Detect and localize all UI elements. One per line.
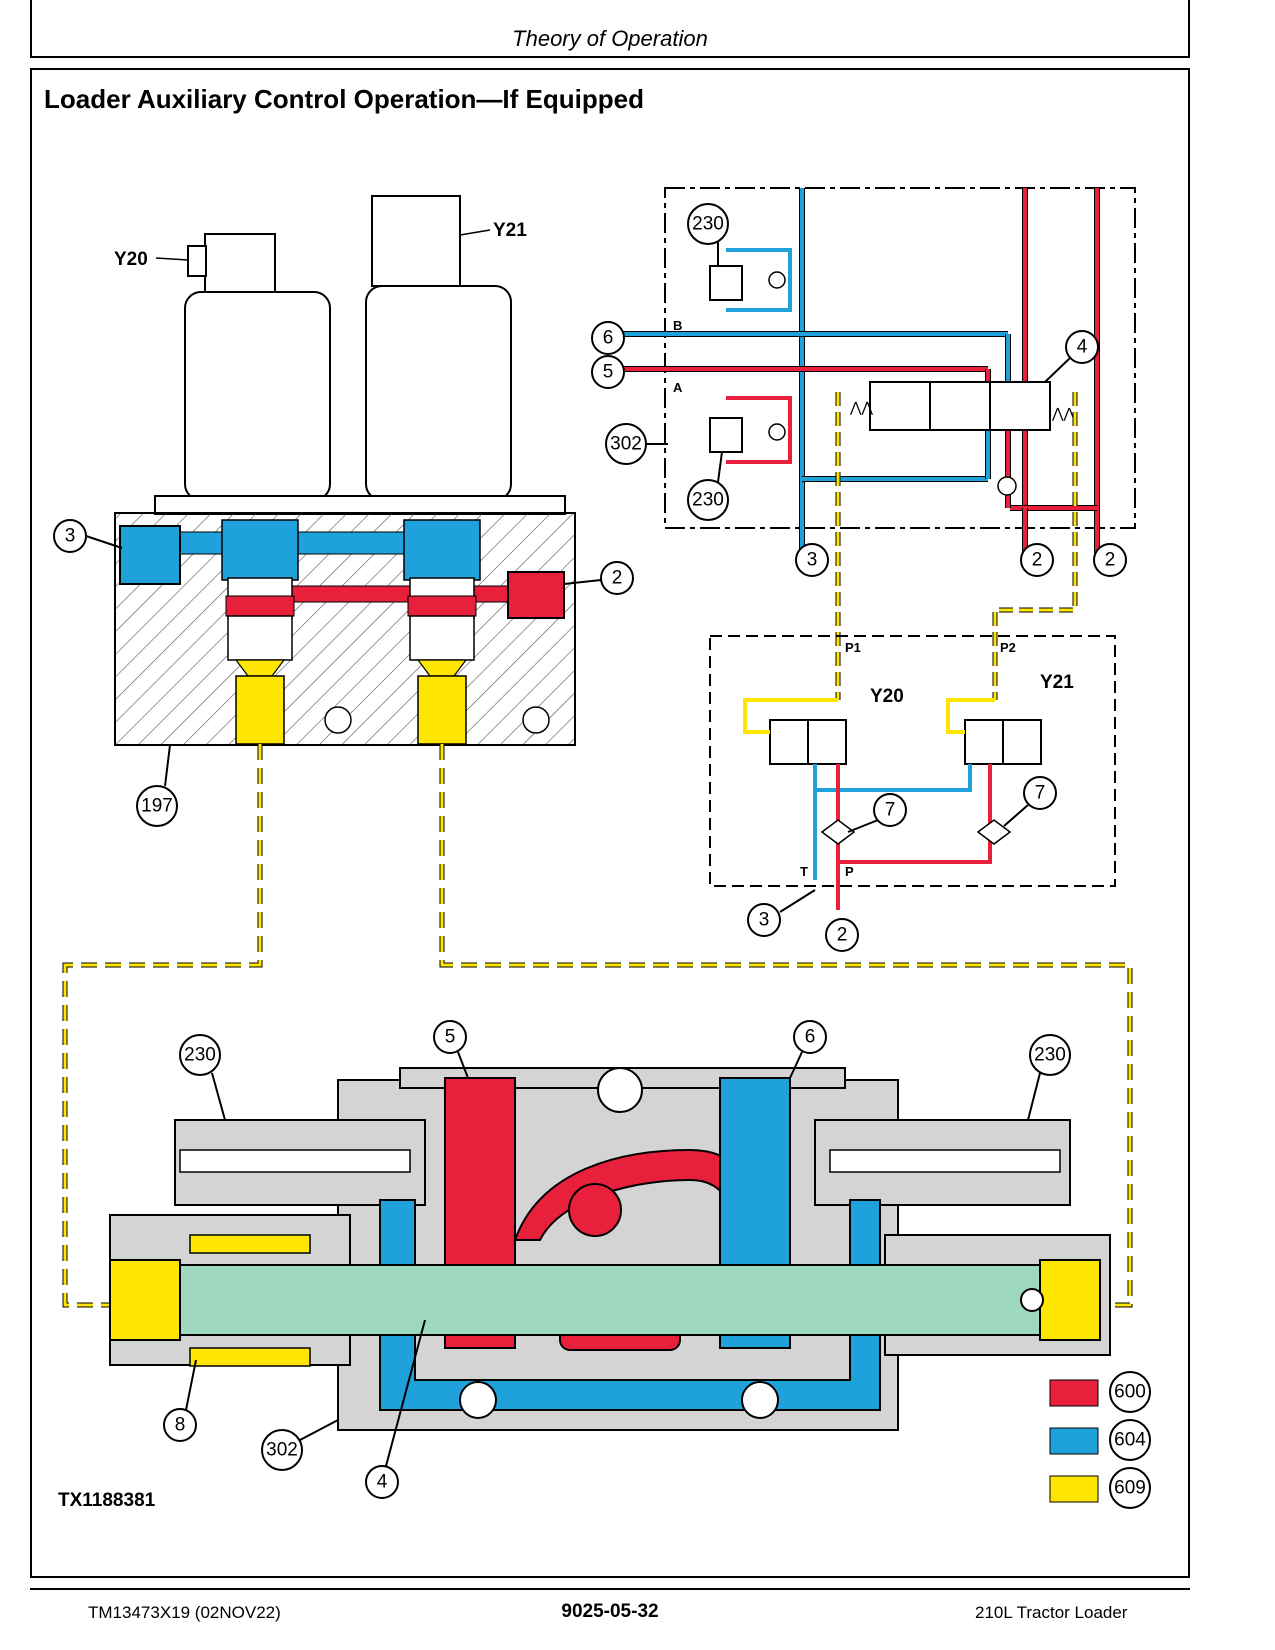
label-t: T — [800, 864, 808, 879]
svg-text:3: 3 — [65, 526, 76, 547]
page-title: Loader Auxiliary Control Operation—If Eq… — [44, 84, 644, 114]
svg-text:⋀⋀: ⋀⋀ — [1051, 405, 1075, 421]
svg-text:230: 230 — [1034, 1045, 1066, 1066]
y21-pilot-port — [417, 675, 467, 745]
coil-base — [154, 495, 566, 515]
pressure-port-plug — [507, 571, 565, 619]
svg-text:4: 4 — [1077, 337, 1088, 358]
svg-text:609: 609 — [1114, 1478, 1146, 1499]
main-spool-symbol — [869, 381, 1051, 431]
svg-text:302: 302 — [610, 434, 642, 455]
return-port-plug — [119, 525, 181, 585]
svg-text:2: 2 — [1032, 550, 1043, 571]
svg-text:6: 6 — [805, 1027, 816, 1048]
legend-swatch-609 — [1049, 1475, 1099, 1503]
legend-swatch-600 — [1049, 1379, 1099, 1407]
label-y20-schematic: Y20 — [870, 686, 904, 707]
svg-text:302: 302 — [266, 1440, 298, 1461]
svg-text:604: 604 — [1114, 1430, 1146, 1451]
y20-plug — [187, 245, 207, 277]
svg-text:4: 4 — [377, 1472, 388, 1493]
svg-text:2: 2 — [837, 925, 848, 946]
label-port-b: B — [673, 318, 682, 333]
footer-page-number: 9025-05-32 — [561, 1601, 659, 1622]
svg-text:3: 3 — [807, 550, 818, 571]
y20-coil — [184, 291, 331, 501]
footer-rule — [30, 1588, 1190, 1590]
schematic-loader-valve: ⋀⋀ ⋀⋀ — [620, 187, 1136, 553]
header-frame: Theory of Operation — [30, 0, 1190, 58]
main-control-valve-section — [109, 1067, 1111, 1431]
svg-text:3: 3 — [759, 910, 770, 931]
legend — [1049, 1379, 1099, 1503]
label-y20: Y20 — [114, 249, 148, 270]
legend-swatch-604 — [1049, 1427, 1099, 1455]
schematic-solenoid-valves — [709, 635, 1116, 910]
label-y21-schematic: Y21 — [1040, 672, 1074, 693]
y21-connector — [371, 195, 461, 287]
svg-text:5: 5 — [603, 362, 614, 383]
svg-text:2: 2 — [612, 568, 623, 589]
svg-text:230: 230 — [692, 214, 724, 235]
svg-text:230: 230 — [184, 1045, 216, 1066]
label-p2: P2 — [1000, 640, 1016, 655]
svg-text:600: 600 — [1114, 1382, 1146, 1403]
main-spool — [179, 1264, 1041, 1336]
figure-id: TX1188381 — [58, 1490, 156, 1511]
svg-text:2: 2 — [1105, 550, 1116, 571]
svg-text:7: 7 — [1035, 783, 1046, 804]
section-label: Theory of Operation — [512, 26, 708, 51]
footer-manual-id: TM13473X19 (02NOV22) — [88, 1603, 281, 1622]
pilot-lines — [62, 744, 1133, 1308]
svg-text:⋀⋀: ⋀⋀ — [849, 399, 873, 415]
y20-connector — [204, 233, 276, 295]
y21-coil — [365, 285, 512, 501]
svg-text:5: 5 — [445, 1027, 456, 1048]
callouts — [53, 203, 1151, 1509]
label-p1: P1 — [845, 640, 861, 655]
label-y21: Y21 — [493, 220, 527, 241]
svg-text:8: 8 — [175, 1415, 186, 1436]
footer-model: 210L Tractor Loader — [975, 1603, 1128, 1622]
label-p: P — [845, 864, 854, 879]
y20-pilot-port — [235, 675, 285, 745]
svg-text:7: 7 — [885, 800, 896, 821]
figure-frame — [30, 68, 1190, 1578]
svg-text:6: 6 — [603, 328, 614, 349]
solenoid-valve-block — [114, 195, 576, 746]
svg-text:230: 230 — [692, 490, 724, 511]
svg-text:197: 197 — [141, 796, 173, 817]
label-port-a: A — [673, 380, 683, 395]
callout-numbers: 3 2 197 230 6 5 4 302 230 3 2 2 7 7 3 2 … — [65, 214, 1147, 1499]
